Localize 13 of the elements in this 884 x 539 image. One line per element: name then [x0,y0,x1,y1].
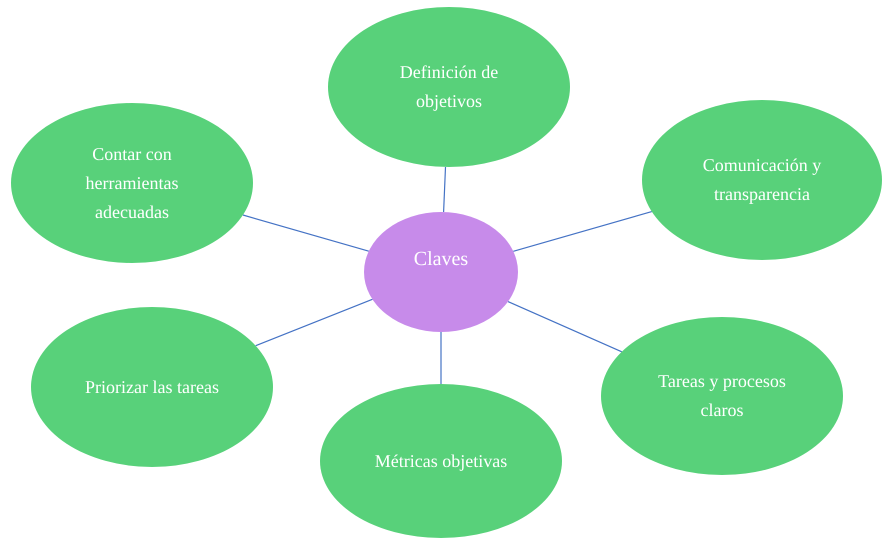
connector-line [513,211,652,252]
node-label: Métricas objetivas [374,450,508,473]
connector-line [255,298,373,346]
node-label: Definición de objetivos [398,61,500,113]
node-label: Priorizar las tareas [85,376,219,398]
node-label: Comunicación y transparencia [702,154,822,206]
connector-line [440,332,442,384]
connector-line [508,301,622,352]
node-label: Contar con herramientas adecuadas [84,142,180,224]
connector-line [443,166,446,212]
node-label: Tareas y procesos claros [657,370,787,422]
node-label: Claves [414,246,468,272]
connector-line [242,214,369,252]
